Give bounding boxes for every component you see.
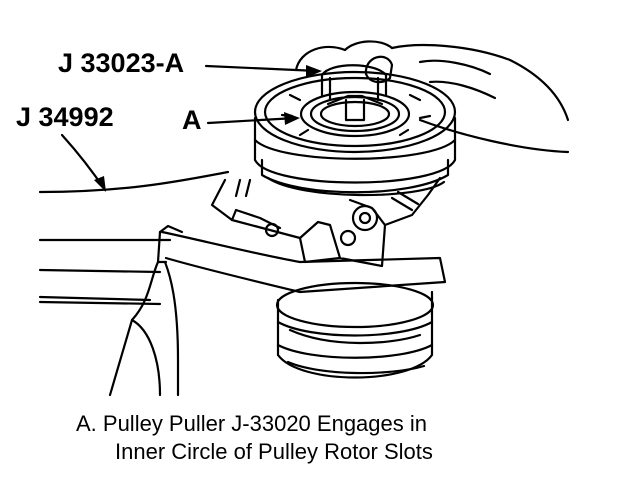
callout-label-j34992: J 34992 — [16, 102, 114, 132]
compressor-pulley-illustration — [38, 40, 570, 397]
callout-label-a: A — [182, 105, 202, 135]
caption-line-2: Inner Circle of Pulley Rotor Slots — [115, 439, 433, 464]
figure-caption: A. Pulley Puller J-33020 Engages in Inne… — [76, 410, 433, 466]
caption-line-1: A. Pulley Puller J-33020 Engages in — [76, 411, 427, 436]
arrowhead-j33023a — [306, 65, 322, 78]
compressor-body — [275, 281, 435, 379]
pulley-rotor — [253, 70, 457, 154]
clutch-housing — [253, 116, 457, 197]
callout-label-j33023a: J 33023-A — [58, 48, 185, 78]
mounting-bracket — [210, 176, 442, 268]
holding-fixture-bar — [38, 170, 447, 397]
workbench-lines — [38, 238, 172, 306]
arrowhead-j34992 — [94, 176, 106, 192]
puller-tool-and-hand — [294, 40, 570, 154]
arrowhead-a — [284, 112, 300, 125]
